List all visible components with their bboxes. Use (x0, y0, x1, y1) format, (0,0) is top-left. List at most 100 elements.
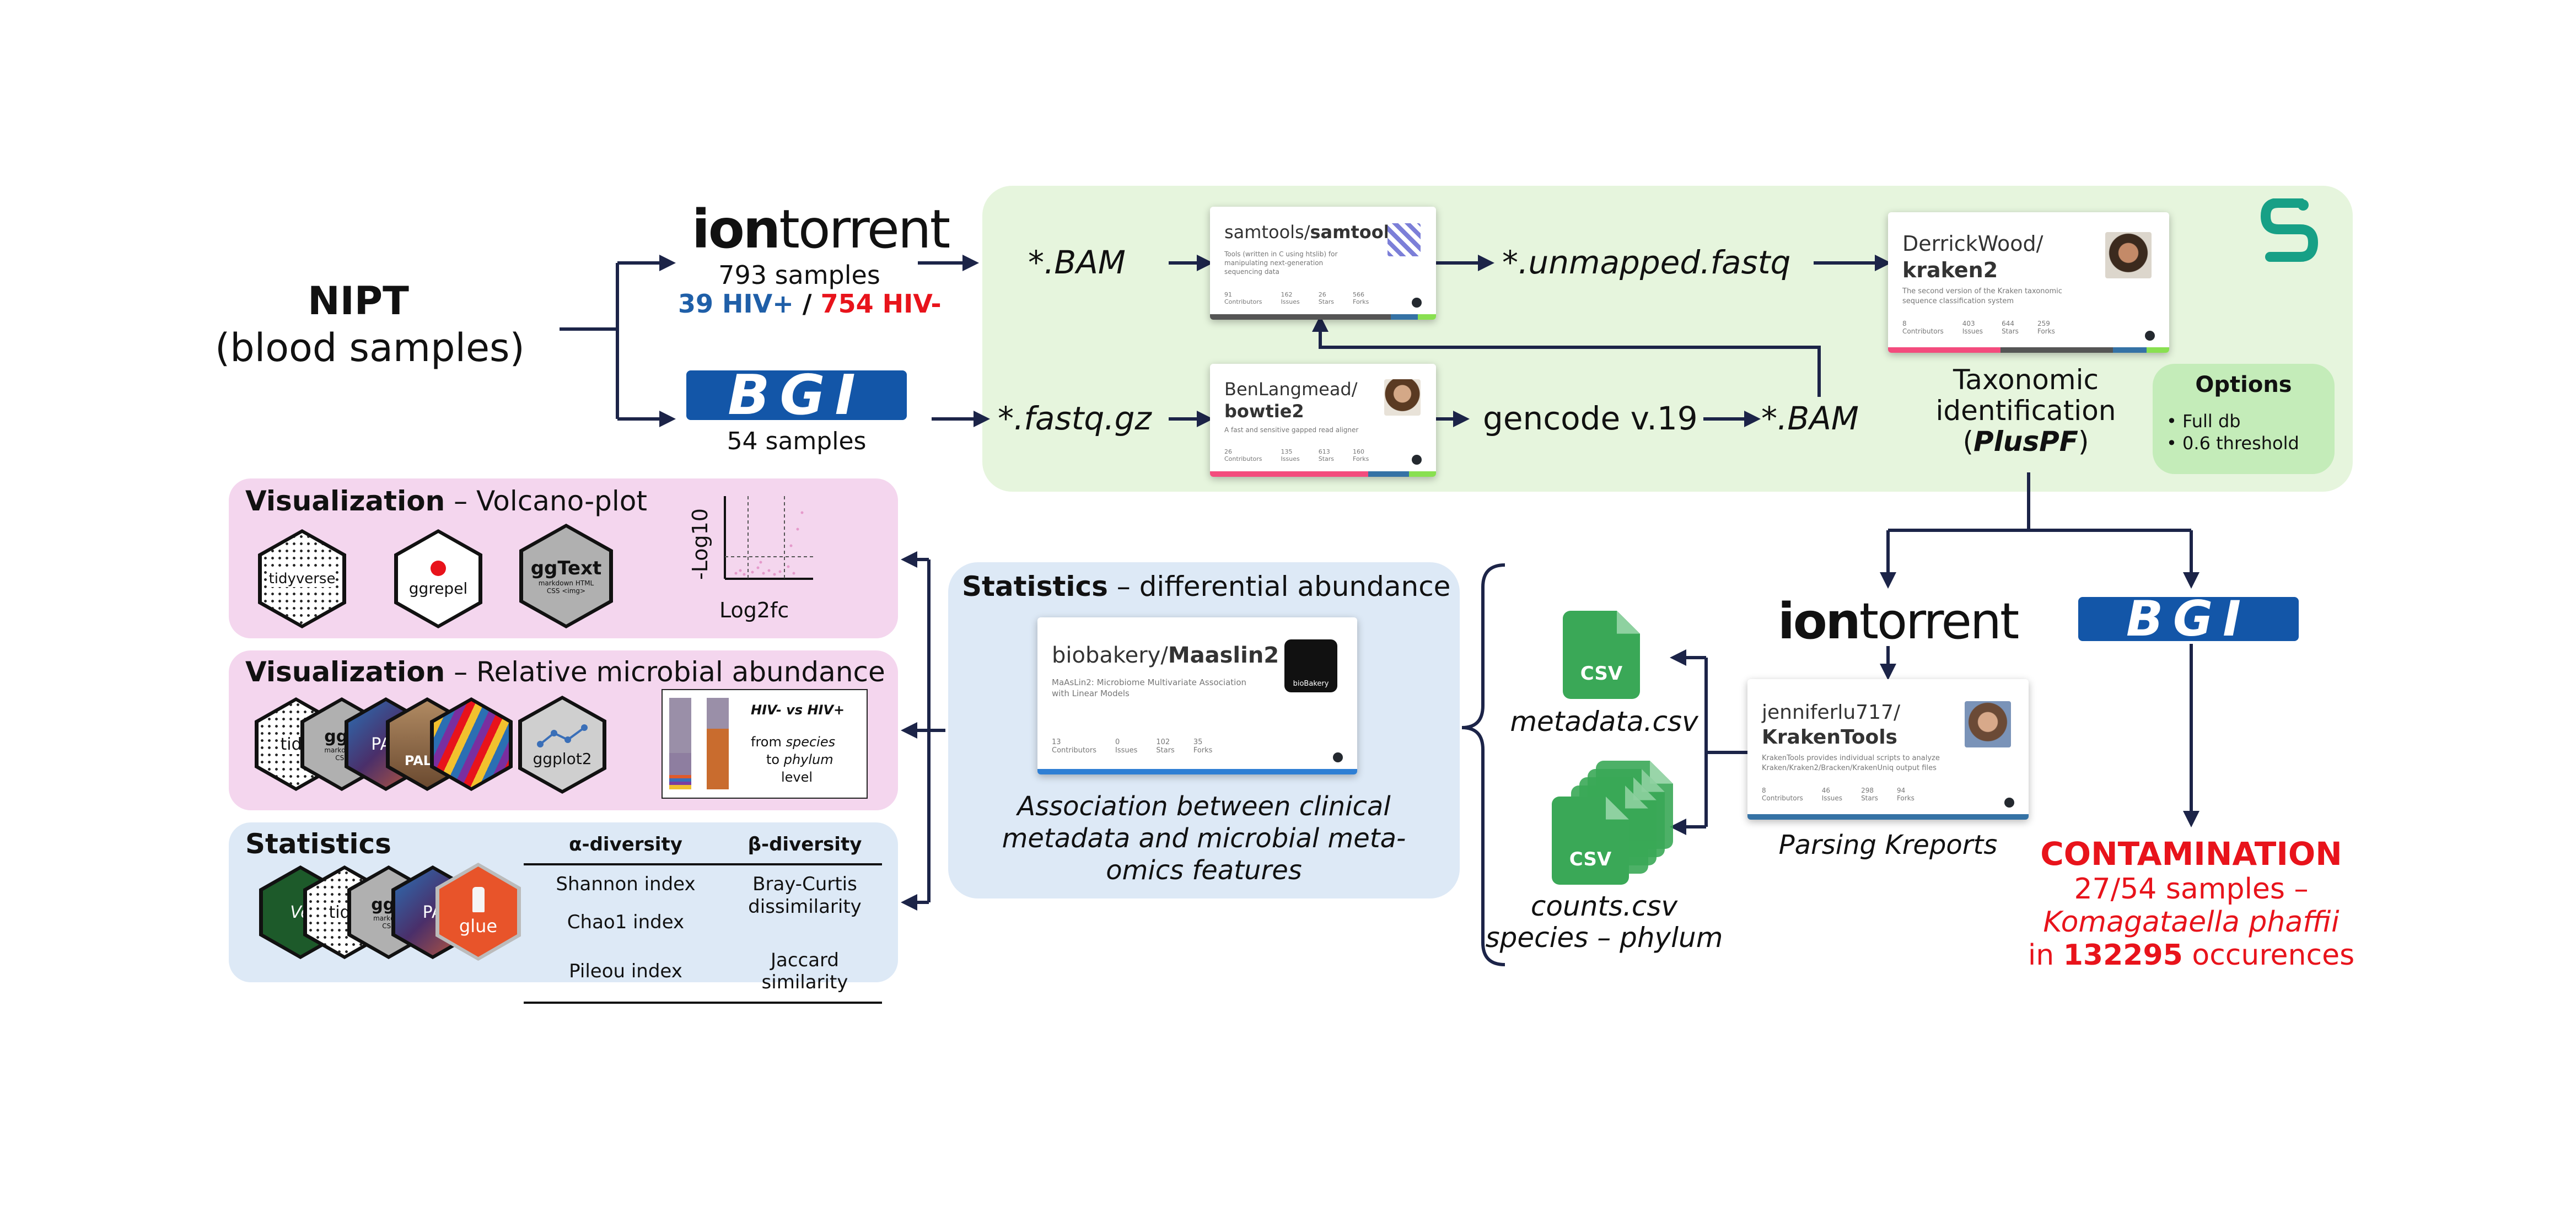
language-bar (1888, 347, 2169, 353)
samtools-card[interactable]: samtools/samtools Tools (written in C us… (1210, 207, 1436, 320)
stat-value: 26 (1318, 291, 1326, 298)
taxo-close: ) (2078, 426, 2089, 458)
diversity-row: Shannon index Bray-Curtis dissimilarity (524, 864, 882, 918)
volcano-title-rest: – Volcano-plot (445, 485, 647, 517)
nipt-subtitle: (blood samples) (215, 325, 525, 370)
stats-mid-caption-2: metadata and microbial meta- (1002, 823, 1406, 854)
diversity-table: α-diversity β-diversity Shannon index Br… (524, 826, 882, 1004)
iontorrent-logo: iontorrent (692, 198, 950, 260)
stat-value: 566 (1353, 291, 1365, 298)
stats-mid-title-rest: – differential abundance (1107, 571, 1451, 602)
mini-chart-title: HIV- vs HIV+ (751, 702, 845, 718)
mini-chart-from: from species (751, 734, 835, 750)
samtools-desc: Tools (written in C using htslib) for ma… (1224, 250, 1338, 276)
stat-label: Stars (1156, 746, 1175, 755)
taxonomic-line2: identification (1935, 395, 2116, 427)
ggrepel-hex-label: ggrepel (408, 579, 468, 598)
volcano-title: Visualization – Volcano-plot (245, 485, 647, 517)
github-icon (1412, 298, 1422, 308)
volcano-xlabel: Log2fc (719, 598, 789, 622)
bgi-logo: BGI (686, 368, 907, 423)
krakentools-owner: jenniferlu717/ (1762, 701, 1901, 724)
stat-label: Contributors (1762, 794, 1803, 802)
iontorrent-hiv-counts: 39 HIV+ / 754 HIV- (678, 289, 942, 319)
stat-label: Issues (1281, 455, 1300, 462)
language-bar (1037, 769, 1357, 774)
stat-value: 298 (1861, 787, 1874, 794)
beta-bray-curtis: Bray-Curtis dissimilarity (748, 873, 862, 918)
taxo-open: ( (1962, 426, 1974, 458)
kraken2-desc: The second version of the Kraken taxonom… (1902, 287, 2062, 305)
stats-mid-caption-1: Association between clinical (1017, 791, 1391, 822)
csv-label: CSV (1580, 663, 1623, 685)
iontorrent-logo-torrent: torrent (779, 198, 950, 260)
stat-value: 0 (1115, 738, 1120, 746)
mini-stacked-bars (669, 698, 729, 789)
relative-title-rest: – Relative microbial abundance (445, 656, 885, 688)
stat-label: Stars (2002, 327, 2019, 335)
maaslin2-card[interactable]: biobakery/Maaslin2 MaAsLin2: Microbiome … (1037, 617, 1357, 774)
bowtie2-card-title: BenLangmead/bowtie2 (1224, 378, 1358, 422)
bowtie2-card[interactable]: BenLangmead/bowtie2 A fast and sensitive… (1210, 364, 1436, 477)
stat-label: Contributors (1224, 298, 1262, 305)
samtools-card-title: samtools/samtools (1224, 221, 1400, 243)
maaslin2-desc: MaAsLin2: Microbiome Multivariate Associ… (1052, 677, 1246, 699)
ggplot2-line-icon (537, 724, 588, 747)
stat-label: Contributors (1052, 746, 1096, 755)
counts-csv-label: counts.csv (1530, 890, 1678, 922)
kraken2-card-title: DerrickWood/kraken2 (1902, 231, 2043, 283)
volcano-title-bold: Visualization (245, 485, 445, 517)
krakentools-card[interactable]: jenniferlu717/KrakenTools KrakenTools pr… (1747, 679, 2029, 820)
stat-value: 94 (1896, 787, 1906, 794)
contamination-species: Komagataella phaffii (2043, 906, 2340, 939)
stat-value: 46 (1821, 787, 1831, 794)
alpha-pileou: Pileou index (524, 941, 728, 1004)
mini-stacked-chart: HIV- vs HIV+ from species to phylum leve… (662, 689, 868, 799)
iontorrent-logo-ion: ion (692, 198, 781, 260)
iontorrent-samples: 793 samples (718, 260, 880, 290)
stat-value: 13 (1052, 738, 1061, 746)
iontorrent-logo-2-torrent: torrent (1859, 593, 2019, 650)
contamination-post: occurences (2182, 939, 2355, 972)
beta-diversity-header: β-diversity (728, 826, 882, 865)
fastq-gz-label: *.fastq.gz (998, 400, 1152, 437)
github-icon (1333, 752, 1343, 762)
volcano-ylabel: -Log10 (687, 508, 712, 580)
maaslin2-repo: Maaslin2 (1168, 643, 1279, 668)
metadata-csv-label: metadata.csv (1510, 706, 1698, 738)
nipt-fork-line (560, 263, 619, 419)
biobakery-logo: bioBakery (1284, 639, 1337, 692)
contamination-title: CONTAMINATION (2040, 835, 2342, 873)
stat-label: Contributors (1224, 455, 1262, 462)
glue-bottle-icon (472, 887, 485, 912)
stat-value: 259 (2037, 320, 2050, 327)
metadata-csv-icon: CSV (1563, 611, 1640, 699)
counts-csv-icon: CSV (1552, 797, 1629, 885)
kraken2-avatar-icon (2105, 232, 2152, 278)
stat-label: Stars (1861, 794, 1878, 802)
options-item-threshold: • 0.6 threshold (2166, 433, 2299, 454)
stats-mid-title-bold: Statistics (962, 571, 1108, 602)
github-icon (2145, 331, 2155, 341)
stat-value: 162 (1281, 291, 1293, 298)
taxo-db-name: PlusPF (1973, 426, 2078, 458)
stat-value: 613 (1318, 448, 1330, 455)
krakentools-repo: KrakenTools (1762, 726, 1897, 749)
bowtie2-repo: bowtie2 (1224, 401, 1304, 422)
stat-value: 8 (1762, 787, 1766, 794)
stat-label: Issues (1962, 327, 1983, 335)
kraken2-card[interactable]: DerrickWood/kraken2 The second version o… (1888, 212, 2169, 353)
bgi-samples: 54 samples (727, 427, 867, 455)
ggrepel-hex-inner: ggrepel (398, 533, 478, 625)
stat-label: Issues (1115, 746, 1138, 755)
unmapped-fastq-label: *.unmapped.fastq (1502, 244, 1791, 281)
